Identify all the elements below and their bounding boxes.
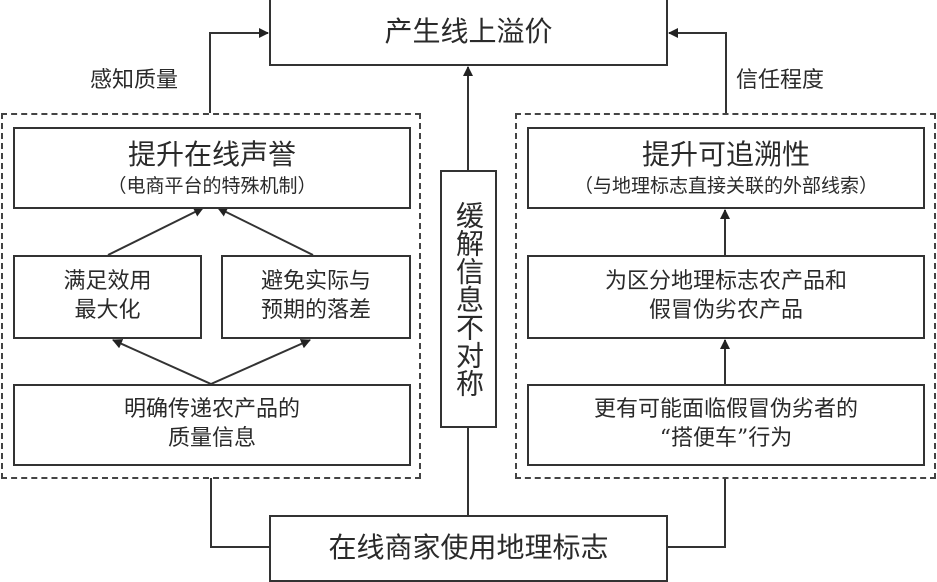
distinguish-products-box: 为区分地理标志农产品和 假冒伪劣农产品 — [527, 255, 925, 339]
utility-max-line1: 满足效用 — [63, 269, 152, 295]
distinguish-products-line2: 假冒伪劣农产品 — [648, 298, 803, 323]
utility-max-line2: 最大化 — [74, 298, 141, 323]
traceability-box: 提升可追溯性 （与地理标志直接关联的外部线索） — [527, 127, 925, 209]
online-reputation-title: 提升在线声誉 — [127, 138, 296, 172]
arrow-trust — [668, 28, 727, 113]
mitigate-asymmetry-text: 缓解信息不对称 — [452, 201, 486, 397]
quality-info-line2: 质量信息 — [167, 426, 256, 451]
expectation-gap-line1: 避免实际与 — [260, 269, 371, 295]
arrow-utility-to-reputation — [107, 207, 204, 256]
quality-info-line1: 明确传递农产品的 — [123, 397, 300, 423]
merchant-gi-text: 在线商家使用地理标志 — [328, 531, 609, 565]
distinguish-products-line1: 为区分地理标志农产品和 — [604, 269, 847, 295]
free-riding-box: 更有可能面临假冒伪劣者的 “搭便车”行为 — [527, 384, 925, 466]
traceability-title: 提升可追溯性 — [641, 138, 810, 172]
arrow-perceived-quality — [209, 28, 269, 113]
expectation-gap-box: 避免实际与 预期的落差 — [221, 255, 411, 339]
free-riding-line2: “搭便车”行为 — [659, 426, 793, 451]
traceability-group-frame — [515, 113, 936, 479]
merchant-gi-box: 在线商家使用地理标志 — [269, 515, 668, 582]
online-premium-text: 产生线上溢价 — [384, 14, 553, 48]
arrow-gap-to-reputation — [217, 207, 314, 256]
line-source-to-left-group — [210, 478, 270, 548]
expectation-gap-line2: 预期的落差 — [260, 298, 371, 323]
utility-max-box: 满足效用 最大化 — [13, 255, 202, 339]
online-reputation-box: 提升在线声誉 （电商平台的特殊机制） — [13, 127, 411, 209]
line-source-to-right-group — [667, 478, 726, 548]
quality-info-box: 明确传递农产品的 质量信息 — [13, 384, 411, 466]
trust-level-label: 信任程度 — [736, 68, 825, 93]
free-riding-line1: 更有可能面临假冒伪劣者的 — [593, 397, 858, 423]
perceived-quality-label: 感知质量 — [90, 68, 179, 93]
online-premium-box: 产生线上溢价 — [269, 0, 668, 66]
arrow-quality-info-to-gap — [210, 339, 311, 385]
traceability-subtitle: （与地理标志直接关联的外部线索） — [573, 174, 878, 197]
online-reputation-subtitle: （电商平台的特殊机制） — [107, 174, 317, 197]
mitigate-asymmetry-box: 缓解信息不对称 — [440, 170, 497, 428]
arrow-quality-info-to-utility — [112, 339, 212, 385]
reputation-group-frame — [1, 113, 421, 479]
